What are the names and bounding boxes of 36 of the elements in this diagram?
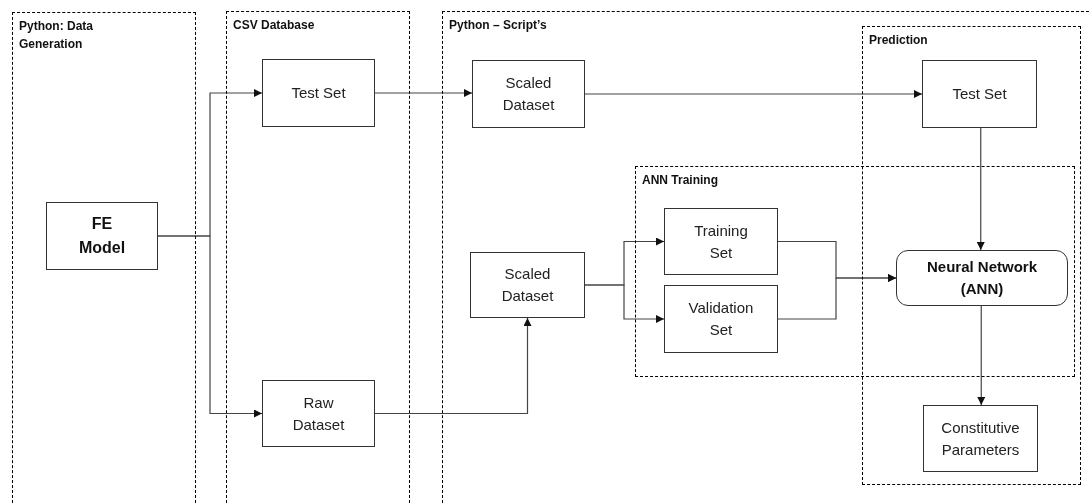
box-label: Scaled Dataset <box>501 73 556 115</box>
box-label: Test Set <box>951 84 1008 104</box>
box-label: Neural Network (ANN) <box>925 257 1038 299</box>
box-label: Validation Set <box>687 298 755 340</box>
dashed-group-frame <box>226 11 410 503</box>
group-title: Python: Data Generation <box>18 18 94 53</box>
box-label: Training Set <box>693 220 749 263</box>
process-box <box>46 202 158 270</box>
box-label: Raw Dataset <box>291 392 346 435</box>
arrow <box>976 127 985 251</box>
arrow <box>584 284 665 323</box>
box-label: Scaled Dataset <box>500 264 555 306</box>
process-box <box>470 252 585 318</box>
box-label: FE Model <box>77 214 127 258</box>
box-label: Test Set <box>290 83 347 103</box>
process-box <box>262 59 375 127</box>
process-box <box>664 208 778 275</box>
rounded-process-box <box>896 250 1068 306</box>
arrow <box>977 305 986 406</box>
group-title: CSV Database <box>232 17 316 34</box>
process-box <box>472 60 585 128</box>
dashed-group-frame <box>12 12 196 503</box>
arrow <box>374 89 473 97</box>
group-title: Prediction <box>868 32 929 49</box>
process-box <box>923 405 1038 472</box>
arrow <box>777 274 897 320</box>
arrow <box>374 317 532 415</box>
group-title: Python – Script’s <box>448 17 548 34</box>
process-box <box>922 60 1037 128</box>
dashed-group-frame <box>635 166 1075 377</box>
process-box <box>664 285 778 353</box>
box-label: Constitutive Parameters <box>940 417 1021 460</box>
arrow <box>157 235 263 418</box>
arrow <box>584 90 923 98</box>
group-title: ANN Training <box>641 172 719 189</box>
process-box <box>262 380 375 447</box>
